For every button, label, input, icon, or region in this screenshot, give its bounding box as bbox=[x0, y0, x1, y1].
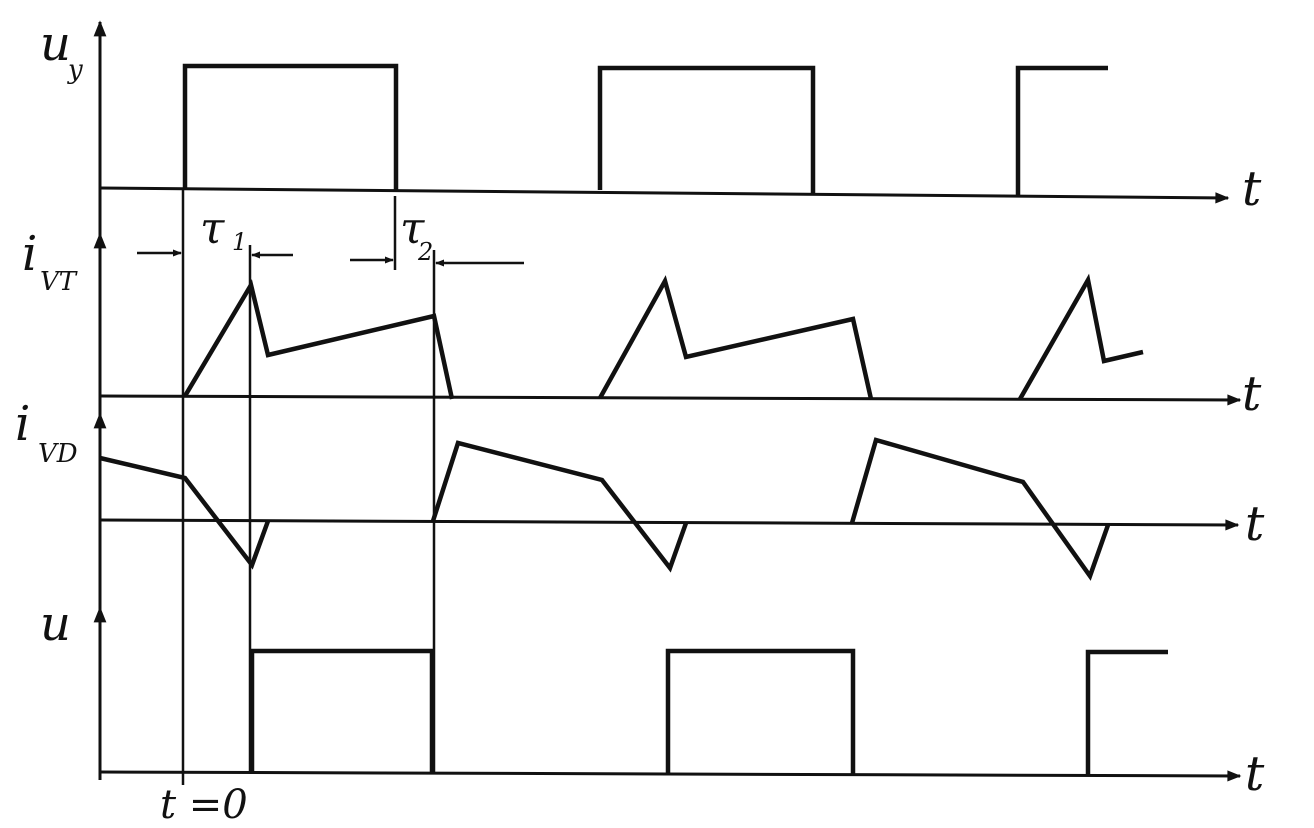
ivt-subscript: VT bbox=[40, 267, 78, 297]
ivt-waveform bbox=[183, 273, 1144, 401]
t-label-uy: t bbox=[1242, 161, 1262, 217]
tau1-dimension bbox=[137, 249, 293, 259]
t-label-u: t bbox=[1245, 746, 1265, 802]
ivd-label: i bbox=[15, 396, 30, 452]
uy-label: u bbox=[40, 16, 71, 72]
reference-lines bbox=[181, 190, 436, 785]
tau2-label: τ bbox=[400, 203, 425, 254]
ivt-label: i bbox=[22, 226, 37, 282]
ivd-subscript: VD bbox=[38, 439, 78, 469]
tau2-subscript: 2 bbox=[417, 238, 433, 266]
origin-label: t =0 bbox=[160, 782, 248, 828]
tau1-label: τ bbox=[200, 203, 225, 254]
tau1-subscript: 1 bbox=[232, 228, 247, 256]
uy-subscript: y bbox=[67, 55, 83, 85]
ivd-waveform bbox=[99, 437, 1111, 581]
u-waveform bbox=[249, 648, 1168, 776]
u-label: u bbox=[40, 596, 71, 652]
t-label-ivt: t bbox=[1242, 366, 1262, 422]
t-label-ivd: t bbox=[1245, 496, 1265, 552]
time-axes bbox=[99, 186, 1242, 782]
ivt-time-axis bbox=[99, 394, 1242, 406]
tau2-dimension bbox=[350, 256, 524, 267]
ivd-time-axis bbox=[99, 518, 1240, 531]
uy-time-axis bbox=[99, 186, 1230, 204]
uy-waveform bbox=[182, 63, 1108, 195]
